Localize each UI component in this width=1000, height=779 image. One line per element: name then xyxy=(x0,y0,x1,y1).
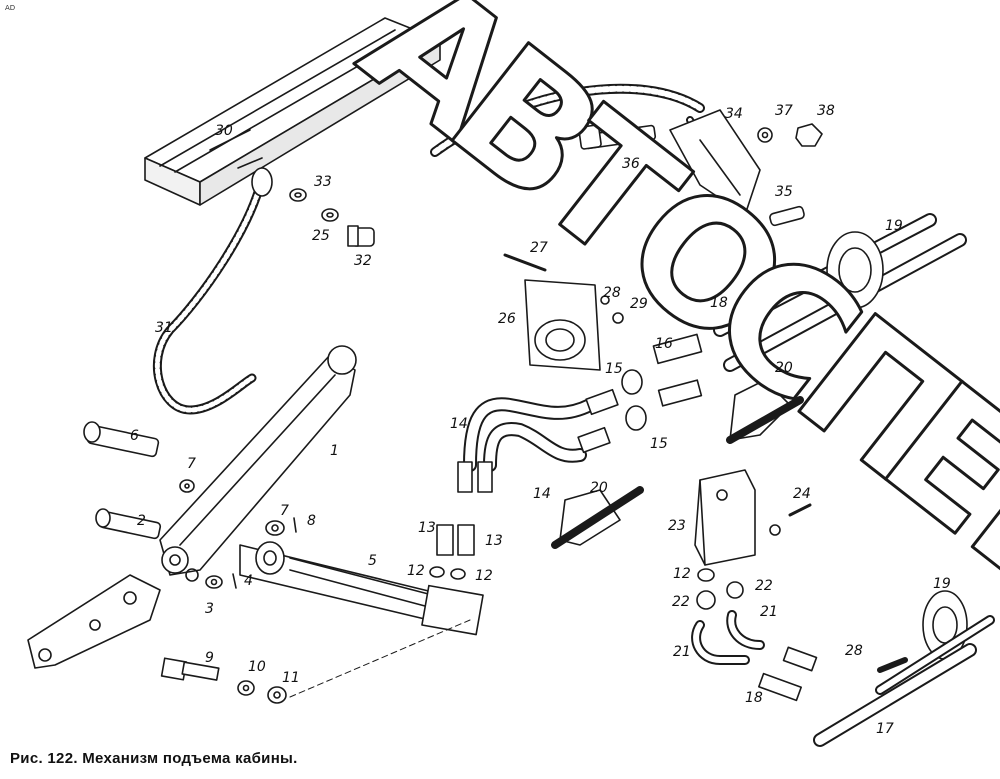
part-30-beam xyxy=(144,17,441,206)
label-35: 35 xyxy=(775,184,793,200)
label-12c: 12 xyxy=(673,566,691,582)
label-29: 29 xyxy=(630,296,648,312)
label-12b: 12 xyxy=(475,568,493,584)
label-37: 37 xyxy=(775,103,793,119)
label-28a: 28 xyxy=(603,285,621,301)
label-16: 16 xyxy=(655,336,673,352)
label-20b: 20 xyxy=(590,480,608,496)
label-6: 6 xyxy=(130,428,139,444)
lower-link xyxy=(27,574,161,669)
part-23-valve xyxy=(691,469,908,702)
label-18a: 18 xyxy=(710,295,728,311)
label-12a: 12 xyxy=(407,563,425,579)
parts-14-hoses xyxy=(457,388,619,493)
label-31: 31 xyxy=(155,320,173,336)
label-11: 11 xyxy=(282,670,300,686)
part-19-pipes xyxy=(713,213,995,747)
label-26: 26 xyxy=(498,311,516,327)
label-33: 33 xyxy=(314,174,332,190)
label-19a: 19 xyxy=(885,218,903,234)
label-24: 24 xyxy=(793,486,811,502)
part-1-lever xyxy=(159,345,357,582)
pins-6-2 xyxy=(83,421,195,540)
label-21b: 21 xyxy=(760,604,778,620)
label-38: 38 xyxy=(817,103,835,119)
label-9: 9 xyxy=(205,650,214,666)
label-21a: 21 xyxy=(673,644,691,660)
part-26-bracket xyxy=(503,253,624,371)
label-15b: 15 xyxy=(650,436,668,452)
label-19b: 19 xyxy=(933,576,951,592)
label-28b: 28 xyxy=(845,643,863,659)
label-14b: 14 xyxy=(533,486,551,502)
label-8: 8 xyxy=(307,513,316,529)
label-30: 30 xyxy=(215,123,233,139)
part-34-clamp xyxy=(578,109,823,227)
label-7b: 7 xyxy=(280,503,289,519)
label-17: 17 xyxy=(876,721,894,737)
label-20a: 20 xyxy=(775,360,793,376)
watermark: А В Т О С П Е Ц xyxy=(326,0,1000,668)
label-15a: 15 xyxy=(605,361,623,377)
label-14a: 14 xyxy=(450,416,468,432)
label-32: 32 xyxy=(354,253,372,269)
label-1: 1 xyxy=(330,443,339,459)
label-13a: 13 xyxy=(418,520,436,536)
label-13b: 13 xyxy=(485,533,503,549)
label-2: 2 xyxy=(137,513,146,529)
label-22b: 22 xyxy=(755,578,773,594)
part-5-cylinder xyxy=(239,541,484,636)
part-labels: 1 2 3 4 5 6 7 7 8 9 10 11 12 12 12 13 13… xyxy=(130,103,951,737)
parts-15-16 xyxy=(621,333,703,431)
label-5: 5 xyxy=(368,553,377,569)
label-36: 36 xyxy=(622,156,640,172)
label-4: 4 xyxy=(244,573,253,589)
label-25: 25 xyxy=(312,228,330,244)
label-10: 10 xyxy=(248,659,266,675)
parts-20-clamps xyxy=(551,379,804,549)
label-34: 34 xyxy=(725,106,743,122)
corner-mark: AD xyxy=(5,4,16,12)
label-18b: 18 xyxy=(745,690,763,706)
label-23: 23 xyxy=(668,518,686,534)
label-3: 3 xyxy=(205,601,214,617)
parts-3-4-7-8 xyxy=(205,517,297,589)
label-7a: 7 xyxy=(187,456,196,472)
figure-caption: Рис. 122. Механизм подъема кабины. xyxy=(10,750,298,767)
label-22a: 22 xyxy=(672,594,690,610)
part-31-cable xyxy=(152,167,273,415)
label-27: 27 xyxy=(530,240,548,256)
parts-13-12 xyxy=(429,524,475,580)
parts-33-25-32 xyxy=(289,188,375,247)
parts-9-10-11 xyxy=(160,619,471,704)
